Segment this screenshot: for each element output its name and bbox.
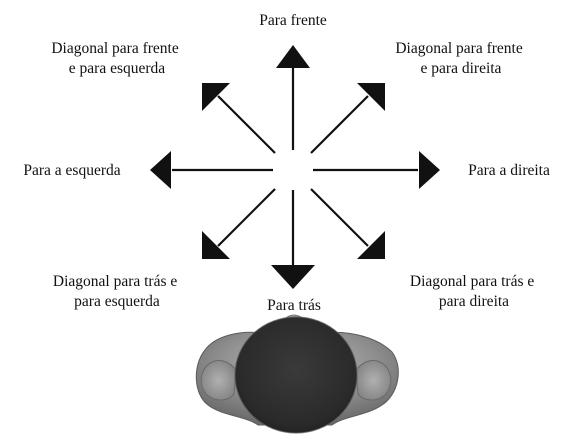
label-back-left: Diagonal para trás e para esquerda [53,273,181,310]
arrow-forward-left [202,83,276,154]
label-back-right: Diagonal para trás e para direita [410,273,538,310]
arrow-right [313,151,440,189]
arrow-left [150,151,273,189]
arrow-back-right [310,188,385,259]
arrow-forward [276,45,310,150]
arrow-forward-right [310,83,385,154]
label-back: Para trás [267,297,321,314]
label-right: Para a direita [468,162,550,179]
label-left: Para a esquerda [23,162,120,179]
label-forward-left: Diagonal para frente e para esquerda [51,40,182,77]
arrow-back [271,190,315,289]
label-forward-right: Diagonal para frente e para direita [395,40,526,77]
arrow-back-left [202,188,276,259]
label-forward: Para frente [259,12,327,29]
top-view-head-icon [195,314,399,434]
